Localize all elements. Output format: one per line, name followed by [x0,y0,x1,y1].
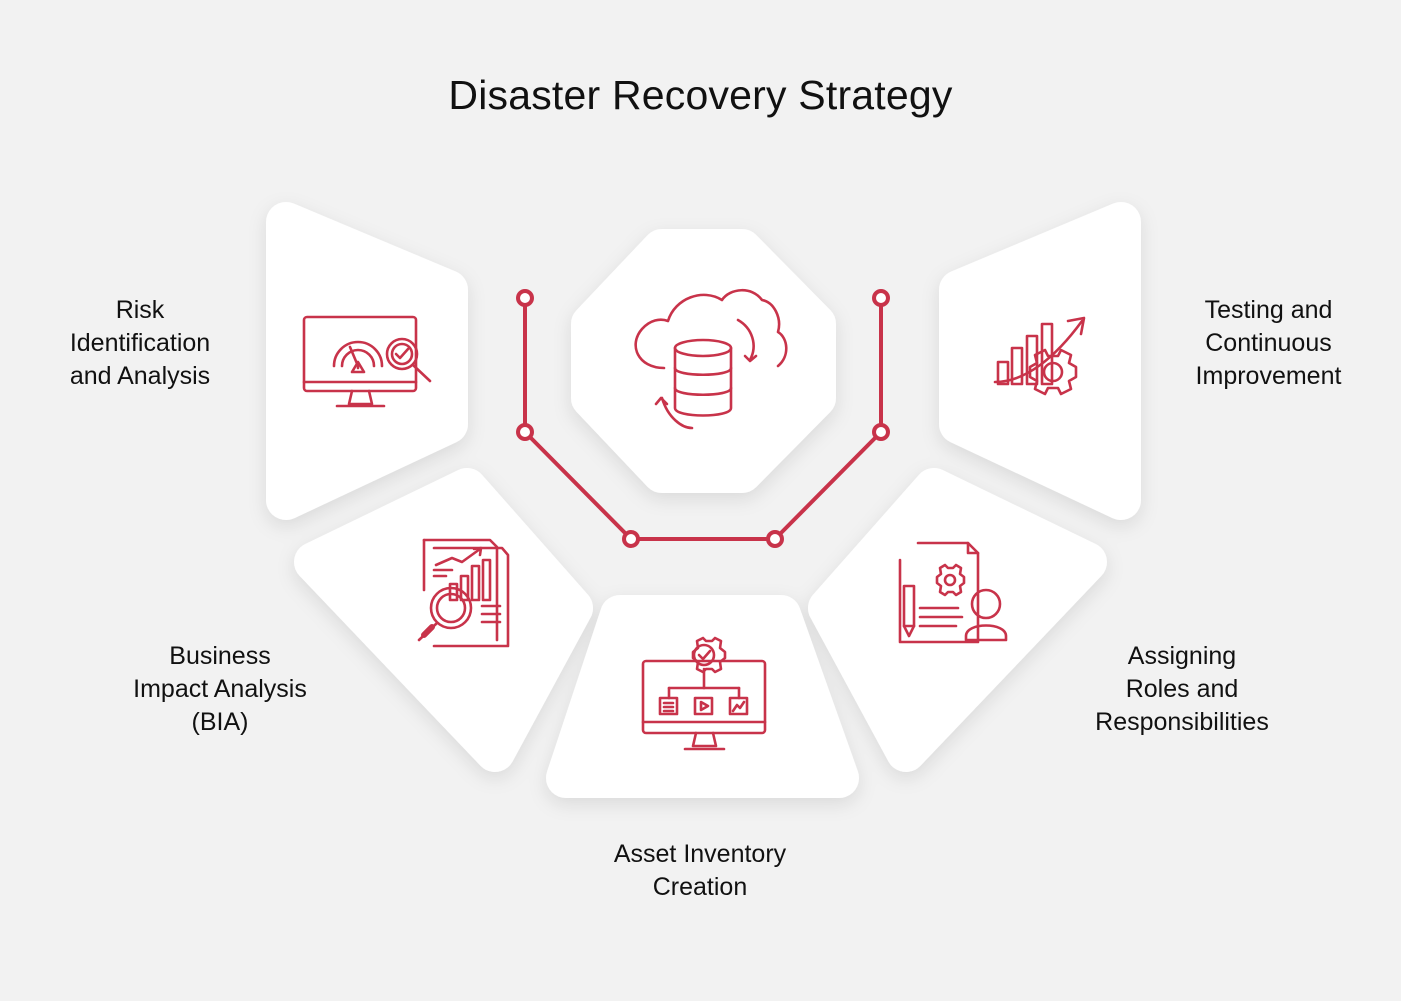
report-magnifier-chart-icon [417,538,510,648]
tile-center [571,229,836,493]
monitor-gear-workflow-icon [641,636,767,751]
growth-chart-gear-icon [993,316,1086,396]
connector-node [516,423,534,441]
connector-path [523,298,883,541]
label-testing: Testing and Continuous Improvement [1195,296,1342,390]
diagram-title: Disaster Recovery Strategy [448,72,953,118]
tile-risk [266,202,468,520]
cloud-database-sync-icon [634,288,788,430]
tile-testing [939,202,1141,520]
tile-roles [808,468,1107,772]
label-roles: Assigning Roles and Responsibilities [1095,642,1269,736]
connector-node [872,423,890,441]
connector-node [766,530,784,548]
monitor-risk-check-icon [302,315,432,408]
connector-node [516,289,534,307]
document-gear-person-icon [898,541,1008,644]
connector-node [622,530,640,548]
label-bia: Business Impact Analysis (BIA) [133,642,307,736]
tile-asset [546,595,859,798]
label-risk: Risk Identification and Analysis [69,296,211,390]
label-asset: Asset Inventory Creation [613,840,787,901]
connector-node [872,289,890,307]
